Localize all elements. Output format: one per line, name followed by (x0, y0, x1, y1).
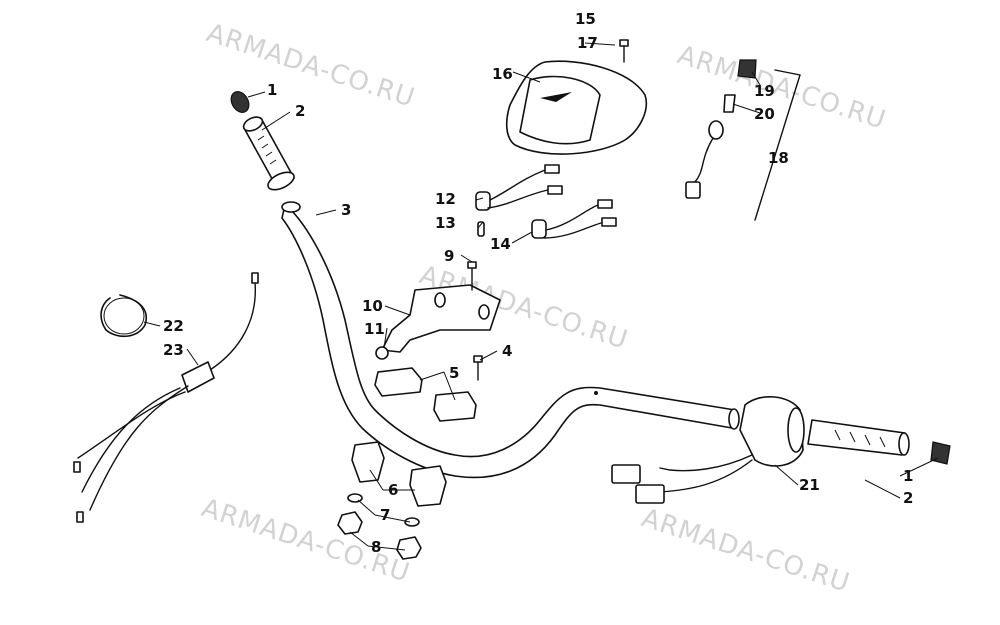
callout-13: 13 (435, 214, 456, 232)
callout-5: 5 (449, 364, 459, 382)
callout-1: 1 (267, 81, 277, 99)
callout-12: 12 (435, 190, 456, 208)
cable-clamp-22 (100, 294, 147, 338)
callout-22: 22 (163, 317, 184, 335)
right-control-assembly (611, 395, 951, 504)
callout-4: 4 (502, 342, 512, 360)
callout-23: 23 (163, 341, 184, 359)
callout-8: 8 (371, 538, 381, 556)
washers-and-nuts (337, 493, 422, 560)
callout-11: 11 (364, 320, 385, 338)
watermark: ARMADA-CO.RU (674, 40, 890, 136)
callout-2: 2 (903, 489, 913, 507)
callout-17: 17 (577, 34, 598, 52)
handlebar (281, 201, 740, 479)
handlebar-pod-cover (505, 60, 647, 155)
callout-1: 1 (903, 467, 913, 485)
switch-assembly-18 (685, 59, 757, 199)
callout-21: 21 (799, 476, 820, 494)
throttle-cable-23 (73, 272, 259, 523)
callout-20: 20 (754, 105, 775, 123)
switch-harness (475, 164, 617, 239)
callout-6: 6 (388, 481, 398, 499)
callout-7: 7 (380, 506, 390, 524)
callout-numbers: 1 2 3 4 5 6 7 8 9 10 11 12 13 14 15 16 1… (163, 10, 913, 556)
callout-3: 3 (341, 201, 351, 219)
bracket-10 (375, 261, 501, 360)
risers (351, 441, 447, 507)
leader-lines (143, 42, 939, 551)
callout-18: 18 (768, 149, 789, 167)
callout-9: 9 (444, 247, 454, 265)
watermark: ARMADA-CO.RU (638, 503, 854, 599)
callout-2: 2 (295, 102, 305, 120)
callout-14: 14 (490, 235, 511, 253)
callout-10: 10 (362, 297, 383, 315)
handlebar-clamps (374, 355, 483, 422)
screw-17 (619, 39, 629, 63)
callout-19: 19 (754, 82, 775, 100)
bracket-line-18 (754, 69, 801, 221)
left-grip-assembly (230, 91, 295, 191)
callout-16: 16 (492, 65, 513, 83)
callout-15: 15 (575, 10, 596, 28)
